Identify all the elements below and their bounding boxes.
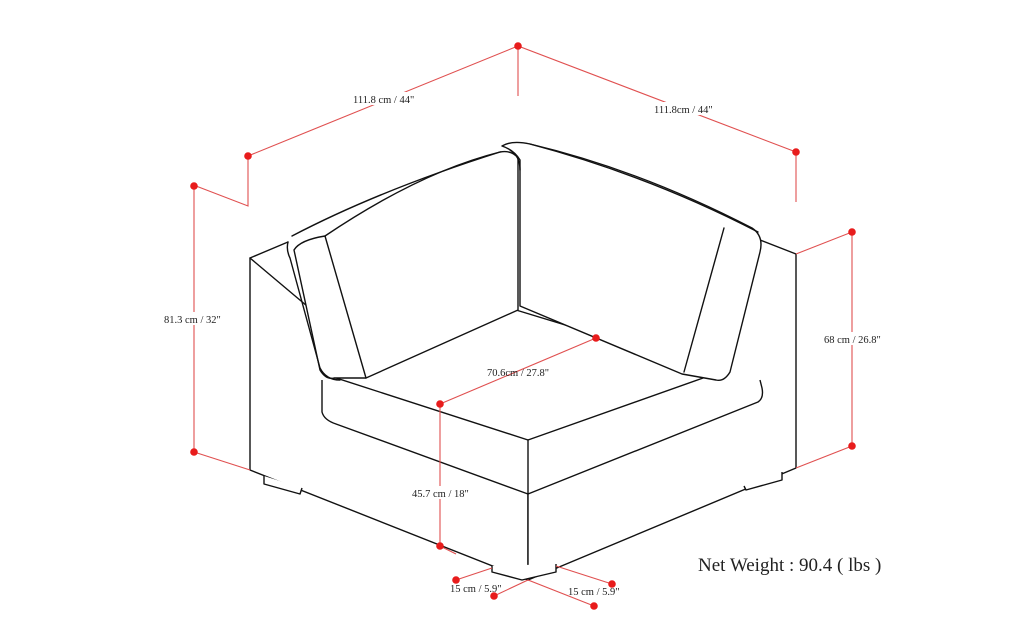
foot-right (743, 472, 783, 491)
label-leg-right: 15 cm / 5.9" (568, 587, 620, 598)
label-leg-left: 15 cm / 5.9" (450, 584, 502, 595)
dimension-labels: 111.8 cm / 44" 111.8cm / 44" 81.3 cm / 3… (162, 92, 884, 598)
net-weight: Net Weight : 90.4 ( lbs ) (698, 555, 881, 576)
sofa-drawing (249, 141, 797, 581)
label-arm-height: 68 cm / 26.8" (824, 335, 881, 346)
dimension-markers (190, 42, 856, 610)
label-seat-height: 45.7 cm / 18" (412, 489, 469, 500)
label-overall-height: 81.3 cm / 32" (164, 315, 221, 326)
label-width-right: 111.8cm / 44" (654, 105, 713, 116)
label-seat-depth: 70.6cm / 27.8" (487, 368, 549, 379)
foot-front (491, 564, 557, 581)
foot-left (263, 476, 303, 495)
label-width-left: 111.8 cm / 44" (353, 95, 414, 106)
